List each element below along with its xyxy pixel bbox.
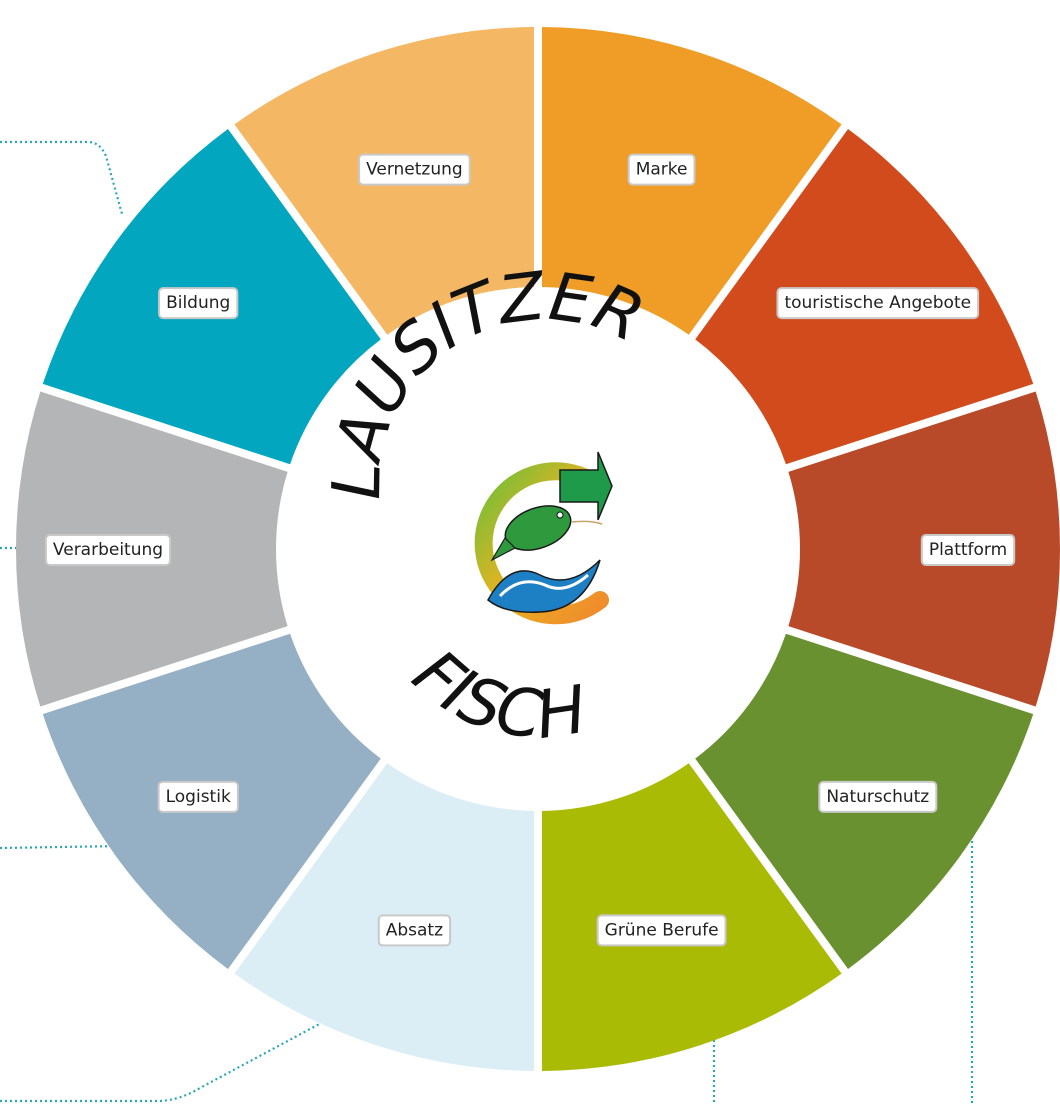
connector-lines [0, 140, 974, 1104]
segment-label-box [627, 153, 696, 186]
segment-labels: Marke touristische AngebotePlattformNatur… [44, 153, 1016, 947]
segment-label-bildung: Bildung [158, 287, 239, 320]
segment-label-verarbeitung: Verarbeitung [44, 534, 172, 566]
segment-label-logistik: Logistik [157, 780, 239, 813]
segment-label-box [377, 914, 452, 947]
segment-label-text: Naturschutz [826, 787, 929, 807]
connector-bildung [0, 140, 124, 215]
connector-logistik [0, 844, 121, 850]
segment-label-box [776, 287, 980, 320]
segment-label-plattform: Plattform [920, 534, 1016, 566]
segment-label-naturschutz: Naturschutz [818, 780, 938, 813]
segment-label-box [157, 780, 239, 813]
segment-label-vernetzung: Vernetzung [358, 153, 471, 186]
segment-label-box [818, 780, 938, 813]
segment-label-box [920, 534, 1016, 566]
segment-label-touristische-angebote: touristische Angebote [776, 287, 980, 320]
segment-label-gr-ne-berufe: Grüne Berufe [596, 914, 727, 947]
segment-label-text: touristische Angebote [784, 293, 971, 313]
segment-label-text: Bildung [166, 293, 230, 313]
segment-label-text: Marke [636, 160, 688, 180]
segment-label-text: Vernetzung [366, 160, 463, 180]
segment-label-text: Grüne Berufe [605, 920, 719, 940]
connector-absatz [0, 1013, 339, 1103]
segment-label-text: Plattform [929, 540, 1007, 560]
segment-label-text: Absatz [386, 920, 443, 940]
segment-label-text: Verarbeitung [53, 540, 163, 560]
segment-label-marke: Marke [627, 153, 696, 186]
fish-emblem [474, 451, 613, 625]
segment-label-box [596, 914, 727, 947]
segment-label-box [158, 287, 239, 320]
segment-label-absatz: Absatz [377, 914, 452, 947]
segment-label-text: Logistik [166, 787, 231, 807]
segment-label-box [358, 153, 471, 186]
segment-label-box [44, 534, 172, 566]
